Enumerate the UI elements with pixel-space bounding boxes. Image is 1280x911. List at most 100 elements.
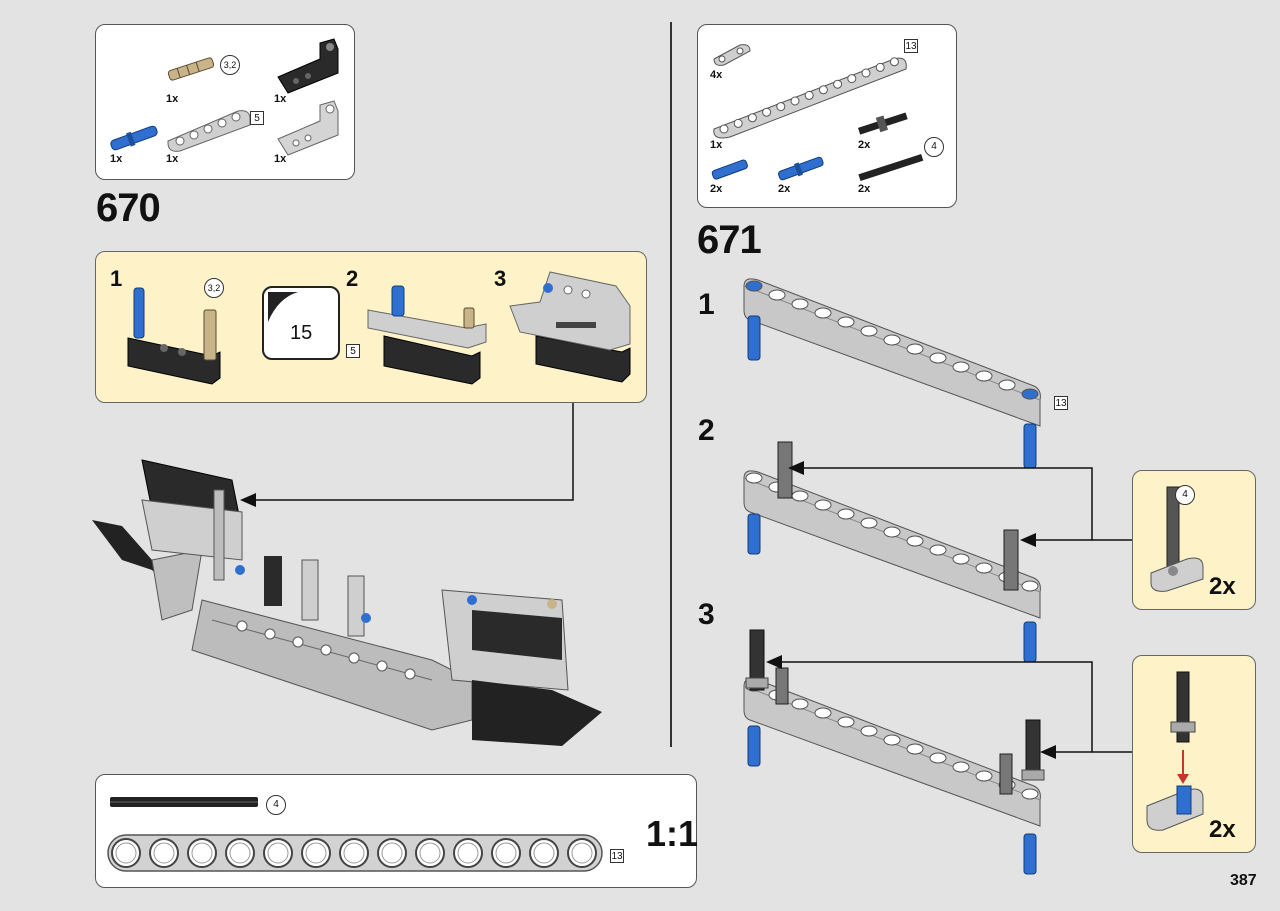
- blue-pin: [747, 315, 761, 361]
- beam-hole: [883, 734, 901, 746]
- axle-stop: [745, 677, 769, 689]
- beam-hole: [889, 57, 899, 67]
- length-callout: 4: [924, 137, 944, 157]
- axle-stop-insert-assembly: [1146, 671, 1204, 831]
- beam-hole: [929, 752, 947, 764]
- black-axle: [749, 629, 765, 691]
- beam-hole-inner: [191, 842, 213, 864]
- gray-angled-beam-icon: [277, 100, 339, 156]
- beam-hole-inner: [419, 842, 441, 864]
- beam-hole: [847, 74, 857, 84]
- beam-hole: [906, 743, 924, 755]
- blue-pin-long-icon: [778, 156, 824, 181]
- length-callout: 13: [1054, 396, 1068, 410]
- part-qty: 4x: [710, 69, 723, 81]
- detail-qty: 2x: [1209, 573, 1236, 600]
- parts-list-671: 4x 13 1x 2x 2x 2x 4 2x: [697, 24, 957, 208]
- beam-hole: [837, 508, 855, 520]
- beam-hole: [906, 343, 924, 355]
- substep-number: 1: [698, 288, 715, 321]
- beam-hole: [1021, 788, 1039, 800]
- black-axle-4-icon: [858, 153, 924, 182]
- scale-label: 1:1: [646, 813, 699, 854]
- length-callout: 3,2: [220, 55, 240, 75]
- beam-hole: [814, 707, 832, 719]
- beam-hole-inner: [381, 842, 403, 864]
- substep-number: 2: [698, 414, 715, 447]
- length-callout: 13: [610, 849, 624, 863]
- column-divider: [670, 22, 672, 747]
- length-callout: 4: [1175, 485, 1195, 505]
- part-qty: 1x: [110, 153, 123, 165]
- axle-stop: [1021, 769, 1045, 781]
- beam-hole: [975, 770, 993, 782]
- blue-pin-icon: [110, 125, 158, 151]
- axle-connector-assembly: [1150, 486, 1204, 592]
- black-axle-with-stop-icon: [857, 112, 908, 135]
- substep-3-beam: [743, 629, 1045, 875]
- scale-reference-box: 4 13 1:1: [95, 774, 699, 888]
- beam-hole: [975, 370, 993, 382]
- substep-number: 1: [110, 266, 123, 291]
- beam-hole: [791, 698, 809, 710]
- blue-pin: [747, 725, 761, 767]
- beam-hole: [860, 517, 878, 529]
- beam-hole: [837, 716, 855, 728]
- beam-hole: [814, 307, 832, 319]
- beam-hole-inner: [343, 842, 365, 864]
- parts-list-670: 3,2 1x 1x 1x 5 1x 1x: [95, 24, 355, 180]
- beam-hole-inner: [115, 842, 137, 864]
- blue-pin: [1023, 833, 1037, 875]
- part-qty: 2x: [858, 139, 871, 151]
- substep-1-assembly: [127, 287, 221, 385]
- page-ref-card: 15: [262, 286, 340, 360]
- length-callout: 5: [346, 344, 360, 358]
- beam-hole: [791, 298, 809, 310]
- black-angled-beam-icon: [277, 38, 339, 94]
- substep-number: 3: [494, 266, 507, 291]
- substep-2-detail-box: 4 2x: [1132, 470, 1256, 610]
- beam-hole: [745, 280, 763, 292]
- beam-hole: [861, 68, 871, 78]
- main-model-670: [92, 459, 602, 746]
- beam-13-scale-icon: [107, 834, 603, 872]
- substep-1-beam: [743, 278, 1041, 469]
- beam-hole: [818, 85, 828, 95]
- beam-hole: [1021, 580, 1039, 592]
- blue-pin: [747, 513, 761, 555]
- beam-hole: [804, 90, 814, 100]
- gray-connector-icon: [713, 44, 751, 66]
- beam-hole: [883, 526, 901, 538]
- step-number: 671: [697, 218, 762, 262]
- beam-hole: [1021, 388, 1039, 400]
- substep-2-assembly: [367, 285, 487, 385]
- step-number: 670: [96, 186, 161, 230]
- substep-number: 3: [698, 598, 715, 631]
- beam-hole: [975, 562, 993, 574]
- page-curl-icon: [268, 292, 298, 322]
- tan-axle-pin-icon: [167, 57, 215, 81]
- beam-hole: [814, 499, 832, 511]
- length-callout: 5: [250, 111, 264, 125]
- axle-4-scale-icon: [110, 797, 258, 807]
- beam-hole: [733, 118, 743, 128]
- substep-number: 2: [346, 266, 359, 291]
- beam-hole-inner: [571, 842, 593, 864]
- beam-hole: [929, 544, 947, 556]
- part-qty: 1x: [710, 139, 723, 151]
- beam-hole-inner: [305, 842, 327, 864]
- blue-pin-short-icon: [711, 159, 748, 180]
- part-qty: 1x: [166, 153, 179, 165]
- length-callout: 4: [266, 795, 286, 815]
- substep-3-detail-box: 2x: [1132, 655, 1256, 853]
- beam-hole: [745, 472, 763, 484]
- beam-hole: [883, 334, 901, 346]
- beam-hole: [860, 725, 878, 737]
- beam-hole: [952, 361, 970, 373]
- beam-hole: [929, 352, 947, 364]
- beam-hole: [776, 102, 786, 112]
- beam-hole-inner: [533, 842, 555, 864]
- part-qty: 1x: [274, 93, 287, 105]
